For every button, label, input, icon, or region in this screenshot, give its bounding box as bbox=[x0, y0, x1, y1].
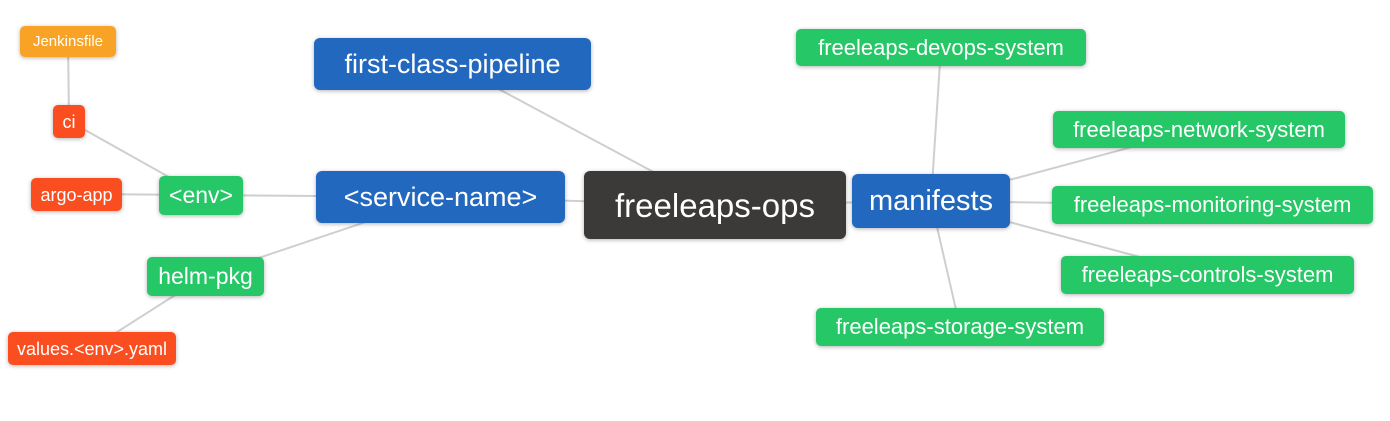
node-service-name[interactable]: <service-name> bbox=[316, 171, 565, 223]
node-ci[interactable]: ci bbox=[53, 105, 85, 138]
node-helm-pkg[interactable]: helm-pkg bbox=[147, 257, 264, 296]
node-freeleaps-ops-root[interactable]: freeleaps-ops bbox=[584, 171, 846, 239]
node-manifests[interactable]: manifests bbox=[852, 174, 1010, 228]
node-argo-app[interactable]: argo-app bbox=[31, 178, 122, 211]
node-freeleaps-storage-system[interactable]: freeleaps-storage-system bbox=[816, 308, 1104, 346]
node-freeleaps-devops-system[interactable]: freeleaps-devops-system bbox=[796, 29, 1086, 66]
node-first-class-pipeline[interactable]: first-class-pipeline bbox=[314, 38, 591, 90]
node-env[interactable]: <env> bbox=[159, 176, 243, 215]
node-freeleaps-controls-system[interactable]: freeleaps-controls-system bbox=[1061, 256, 1354, 294]
node-values-env-yaml[interactable]: values.<env>.yaml bbox=[8, 332, 176, 365]
node-freeleaps-monitoring-system[interactable]: freeleaps-monitoring-system bbox=[1052, 186, 1373, 224]
node-jenkinsfile[interactable]: Jenkinsfile bbox=[20, 26, 116, 57]
node-freeleaps-network-system[interactable]: freeleaps-network-system bbox=[1053, 111, 1345, 148]
